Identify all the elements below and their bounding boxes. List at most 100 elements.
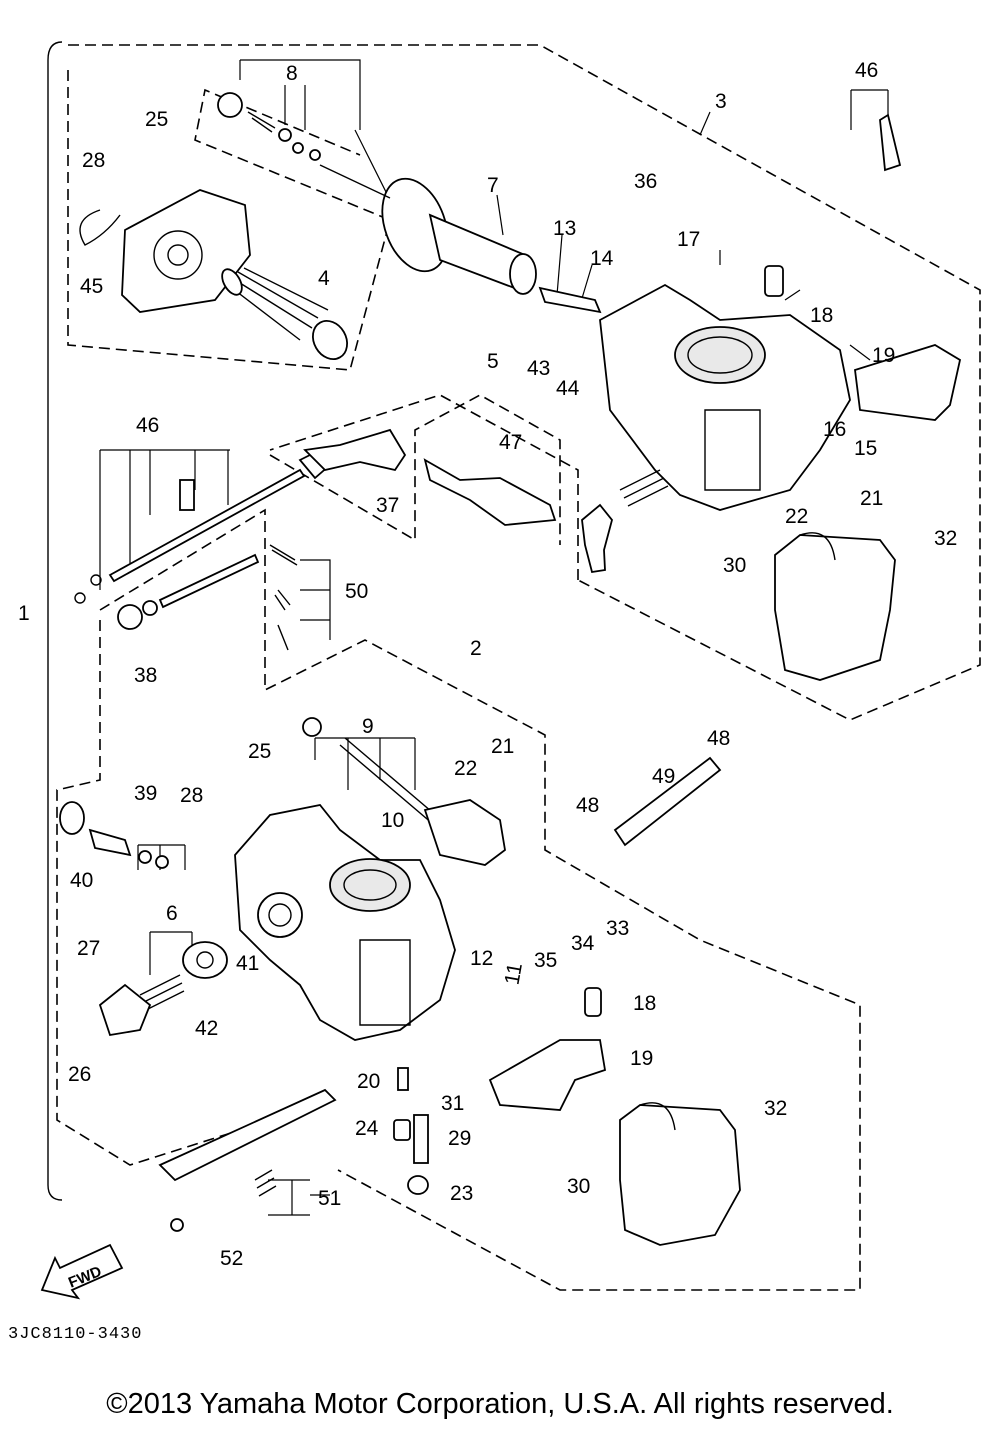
cap-40 [59,801,85,835]
callout-10: 10 [381,809,404,832]
group-outline-3-lower [269,394,579,580]
throttle-shaft-assembly [74,448,332,630]
callout-43: 43 [527,357,550,380]
callout-22a: 22 [785,505,808,528]
callout-13: 13 [553,217,576,240]
callout-15: 15 [854,437,877,460]
callout-50: 50 [345,580,368,603]
carburetor-body-upper [599,283,851,511]
callout-19a: 19 [872,344,895,367]
callout-34: 34 [571,932,595,955]
wire-clip-45 [79,209,121,246]
callout-31: 31 [441,1092,464,1115]
callout-6: 6 [166,902,178,925]
callout-25b: 25 [248,740,271,763]
callout-38: 38 [134,664,157,687]
callout-21a: 21 [860,487,883,510]
callout-46b: 46 [136,414,159,437]
plug-23 [407,1175,429,1195]
callout-20: 20 [357,1070,380,1093]
jet-29 [413,1114,429,1164]
callout-52: 52 [220,1247,243,1270]
float-bowl-30-upper [774,532,896,681]
group-outline-shaft [99,508,861,1291]
callout-27: 27 [77,937,100,960]
callout-29: 29 [448,1127,471,1150]
bracket-10 [423,799,506,866]
callout-47: 47 [499,431,522,454]
group-outline-2 [56,620,336,1166]
callout-11: 11 [500,961,526,986]
callout-51: 51 [318,1187,341,1210]
callout-46a: 46 [855,59,878,82]
needle-jet-set-8 [217,92,391,199]
callout-30b: 30 [567,1175,590,1198]
callout-40: 40 [70,869,93,892]
callout-44: 44 [556,377,580,400]
callout-labels: 1 2 3 4 5 6 7 8 9 10 11 12 13 14 15 16 1… [18,59,957,1270]
callout-19b: 19 [630,1047,653,1070]
spring-4 [221,267,348,360]
screw-52 [170,1218,184,1232]
callout-32b: 32 [764,1097,787,1120]
linkage-arm-37 [303,428,407,472]
callout-49: 49 [652,765,675,788]
carburetor-exploded-diagram: FWD 1 2 3 4 5 6 7 8 9 10 11 12 13 14 15 … [18,41,981,1300]
throttle-lever-19-upper [854,344,962,421]
sensor-18-upper [764,265,784,297]
diaphragm-piston-7 [381,177,537,295]
callout-33: 33 [606,917,629,940]
callout-7: 7 [487,174,499,197]
callout-3: 3 [715,90,727,113]
callout-48b: 48 [576,794,599,817]
callout-9: 9 [362,715,374,738]
jet-needle-13-14 [538,286,602,314]
callout-1: 1 [18,602,30,625]
callout-23: 23 [450,1182,473,1205]
callout-2: 2 [470,637,482,660]
callout-39: 39 [134,782,157,805]
group-outline-diaphragm [67,70,391,371]
throttle-stop-lever-46-upper [879,113,902,172]
cover-assembly-6 [98,941,228,1037]
callout-4: 4 [318,267,330,290]
callout-42: 42 [195,1017,218,1040]
callout-37: 37 [376,494,399,517]
callout-30a: 30 [723,554,746,577]
carburetor-body-lower [234,804,456,1041]
float-bowl-30-lower [619,1102,741,1246]
callout-17: 17 [677,228,700,251]
copyright-notice: ©2013 Yamaha Motor Corporation, U.S.A. A… [106,1388,894,1420]
washer-9 [302,717,322,737]
diagram-part-code: 3JC8110-3430 [8,1325,143,1344]
callout-26: 26 [68,1063,91,1086]
group-outline-3-upper [68,44,981,721]
ring-39a [138,850,152,864]
group-outline-links [269,394,561,545]
springs-51 [254,1169,277,1197]
callout-48a: 48 [707,727,730,750]
callout-12: 12 [470,947,493,970]
callout-18a: 18 [810,304,833,327]
callout-45: 45 [80,275,103,298]
jet-24 [393,1119,411,1141]
jet-20 [397,1067,409,1091]
forward-arrow-icon: FWD [40,1243,124,1300]
pilot-spring-small [619,469,669,507]
hose-49 [613,756,722,847]
assembly-bracket [47,41,63,1201]
callout-8: 8 [286,62,298,85]
callout-25a: 25 [145,108,168,131]
callout-36: 36 [634,170,657,193]
callout-16: 16 [823,418,846,441]
callout-14: 14 [590,247,614,270]
callout-22b: 22 [454,757,477,780]
callout-41: 41 [236,952,259,975]
callout-21b: 21 [491,735,514,758]
callout-24: 24 [355,1117,379,1140]
linkage-plate-47 [423,458,557,526]
link-arm-lower [581,503,613,574]
ring-39b [155,855,169,869]
leader-lines [99,59,889,1216]
callout-32a: 32 [934,527,957,550]
